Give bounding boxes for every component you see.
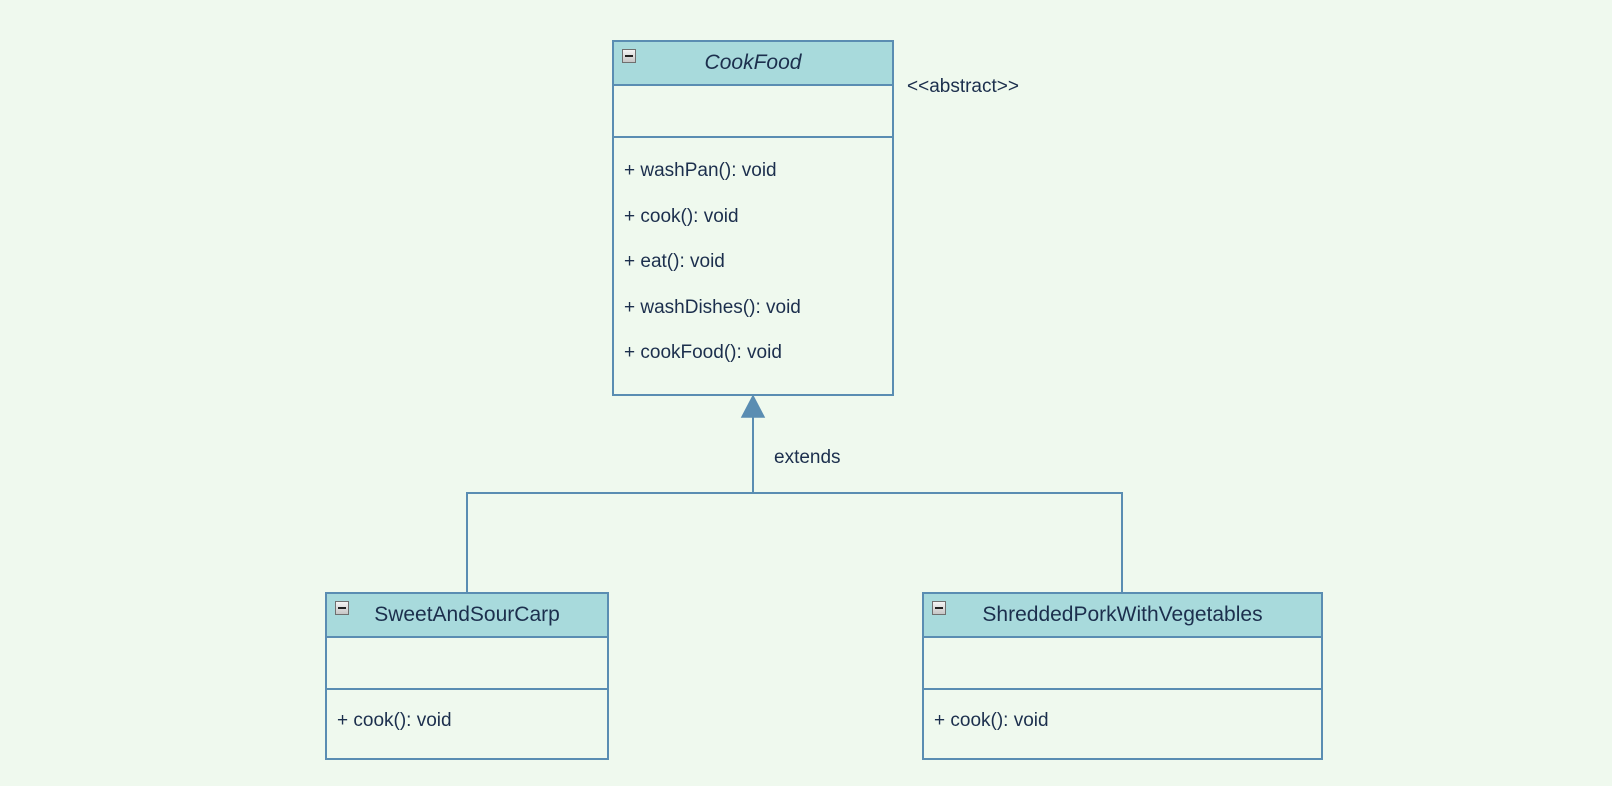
class-header: ShreddedPorkWithVegetables	[924, 594, 1321, 638]
attributes-compartment	[614, 86, 892, 138]
method-cook-food: + cookFood(): void	[624, 342, 782, 363]
class-sweet-and-sour-carp[interactable]: SweetAndSourCarp + cook(): void	[325, 592, 609, 760]
abstract-stereotype: <<abstract>>	[907, 76, 1019, 97]
class-name: ShreddedPorkWithVegetables	[982, 603, 1263, 626]
connector-sweet-and-sour-carp	[466, 492, 753, 593]
method-cook: + cook(): void	[337, 710, 452, 731]
class-header: SweetAndSourCarp	[327, 594, 607, 638]
attributes-compartment	[327, 638, 607, 690]
collapse-icon[interactable]	[932, 601, 946, 615]
method-wash-pan: + washPan(): void	[624, 160, 777, 181]
class-name: SweetAndSourCarp	[374, 603, 560, 626]
methods-compartment: + cook(): void	[327, 690, 607, 744]
class-shredded-pork-with-vegetables[interactable]: ShreddedPorkWithVegetables + cook(): voi…	[922, 592, 1323, 760]
class-name: CookFood	[704, 51, 802, 74]
generalization-arrowhead	[740, 394, 766, 418]
method-eat: + eat(): void	[624, 251, 725, 272]
collapse-icon[interactable]	[335, 601, 349, 615]
methods-compartment: + cook(): void	[924, 690, 1321, 744]
attributes-compartment	[924, 638, 1321, 690]
class-cook-food[interactable]: CookFood + washPan(): void + cook(): voi…	[612, 40, 894, 396]
method-wash-dishes: + washDishes(): void	[624, 296, 801, 318]
class-header: CookFood	[614, 42, 892, 86]
methods-compartment: + washPan(): void + cook(): void + eat()…	[614, 138, 892, 376]
method-cook: + cook(): void	[934, 710, 1049, 731]
method-cook: + cook(): void	[624, 205, 739, 227]
collapse-icon[interactable]	[622, 49, 636, 63]
connector-shredded-pork	[753, 492, 1123, 593]
extends-label: extends	[774, 447, 841, 468]
